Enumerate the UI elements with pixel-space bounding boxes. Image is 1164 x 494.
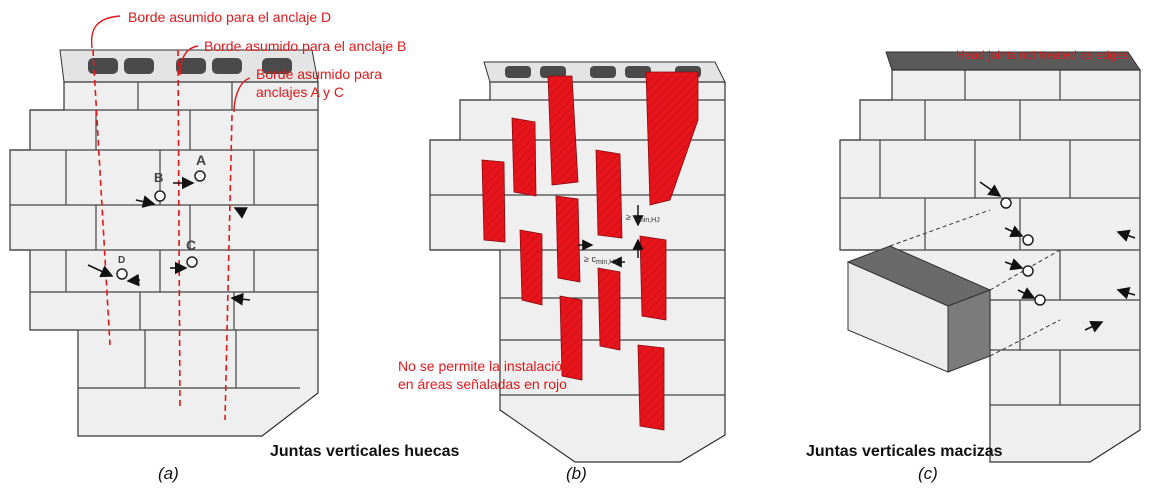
red-zone bbox=[559, 295, 583, 381]
head-joint-note: Head joints not treated as edges bbox=[956, 48, 1129, 62]
red-zone bbox=[645, 71, 699, 206]
red-zone bbox=[481, 159, 506, 243]
red-zone bbox=[637, 344, 665, 431]
red-zone bbox=[511, 117, 537, 197]
sublabel-a: (a) bbox=[158, 464, 179, 483]
red-zone bbox=[639, 235, 667, 321]
sublabel-c: (c) bbox=[918, 464, 938, 483]
anchor-c-label: C bbox=[186, 237, 196, 253]
caption-solid: Juntas verticales macizas bbox=[806, 443, 1003, 460]
edge-label-d: Borde asumido para el anclaje D bbox=[128, 9, 332, 25]
red-zone bbox=[597, 267, 621, 351]
red-zone bbox=[547, 75, 579, 186]
anchor-b-label: B bbox=[154, 170, 163, 185]
anchor-letters-a: A B C D bbox=[118, 152, 206, 266]
edge-label-b: Borde asumido para el anclaje B bbox=[204, 38, 407, 54]
anchor-a-label: A bbox=[196, 152, 206, 168]
red-zone bbox=[519, 229, 543, 306]
red-zone bbox=[555, 195, 581, 283]
clearance-dims: ≥ cmin,HJ ≥ cmin,HJ bbox=[578, 205, 660, 268]
restricted-note-1: No se permite la instalación bbox=[398, 358, 570, 374]
caption-hollow: Juntas verticales huecas bbox=[270, 443, 460, 460]
red-zone bbox=[595, 149, 623, 239]
clearance-label-2: ≥ cmin,HJ bbox=[584, 254, 618, 266]
restricted-zones bbox=[481, 71, 699, 431]
restricted-note-2: en áreas señaladas en rojo bbox=[398, 376, 567, 392]
anchor-d-label: D bbox=[118, 255, 125, 266]
sublabel-b: (b) bbox=[566, 464, 587, 483]
clearance-label-1: ≥ cmin,HJ bbox=[626, 212, 660, 224]
wall-c bbox=[839, 51, 1141, 463]
edge-label-ac-2: anclajes A y C bbox=[256, 84, 344, 100]
edge-label-ac-1: Borde asumido para bbox=[256, 66, 383, 82]
wall-a bbox=[9, 15, 319, 438]
